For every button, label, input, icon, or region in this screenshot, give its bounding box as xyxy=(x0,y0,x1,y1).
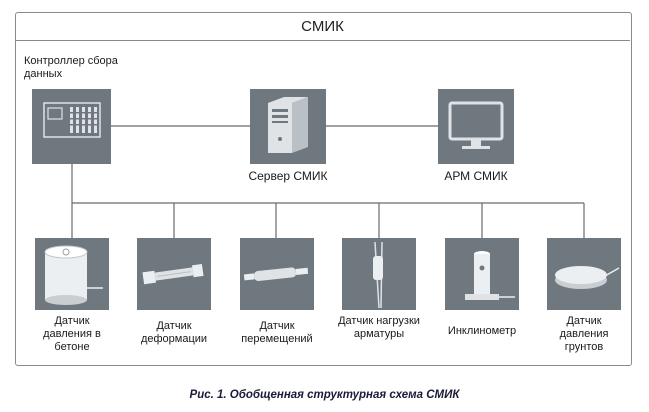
strain-gauge-icon xyxy=(142,264,204,285)
server-tower-icon xyxy=(268,97,308,153)
cylinder-sensor-icon xyxy=(44,245,103,305)
controller-icon xyxy=(43,102,101,138)
controller-label: Контроллер сбора данных xyxy=(24,55,118,80)
rebar-sensor-icon xyxy=(373,241,383,309)
workstation-node xyxy=(438,89,514,164)
sensor-label-concrete-pressure: Датчик давления в бетоне xyxy=(43,315,101,353)
sensor-node-soil-pressure xyxy=(547,238,621,310)
monitor-icon xyxy=(448,101,504,149)
sensor-node-rebar-load xyxy=(342,238,416,310)
sensor-node-inclinometer xyxy=(445,238,519,310)
sensor-label-deformation: Датчик деформации xyxy=(140,320,208,345)
server-label: Сервер СМИК xyxy=(248,169,328,183)
sensor-node-displacement xyxy=(240,238,314,310)
displacement-sensor-icon xyxy=(243,267,309,281)
sensor-label-rebar-load: Датчик нагрузки арматуры xyxy=(338,315,420,340)
sensor-label-soil-pressure: Датчик давления грунтов xyxy=(559,315,609,353)
controller-node xyxy=(32,89,111,164)
sensor-node-concrete-pressure xyxy=(35,238,109,310)
soil-pressure-cell-icon xyxy=(555,266,620,289)
workstation-label: АРМ СМИК xyxy=(444,169,508,183)
diagram-title: СМИК xyxy=(15,12,630,41)
smik-frame xyxy=(15,12,632,366)
sensor-label-displacement: Датчик перемещений xyxy=(241,320,313,345)
inclinometer-icon xyxy=(465,251,515,300)
sensor-label-inclinometer: Инклинометр xyxy=(447,325,517,337)
figure-caption: Рис. 1. Обобщенная структурная схема СМИ… xyxy=(189,389,460,401)
server-node xyxy=(250,89,326,164)
sensor-node-deformation xyxy=(137,238,211,310)
